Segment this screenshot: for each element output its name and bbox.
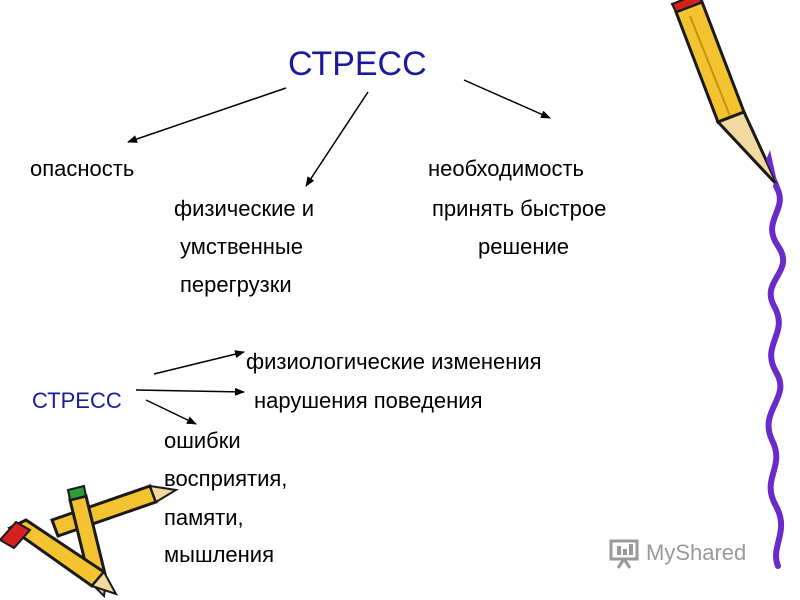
branch-overload-line1: физические и bbox=[174, 196, 315, 221]
pencil-right-icon bbox=[670, 0, 780, 188]
effect-behavior: нарушения поведения bbox=[254, 388, 483, 413]
arrow-to-behavior bbox=[135, 387, 245, 396]
branch-overload-line3: перегрузки bbox=[180, 272, 292, 297]
error-heading: ошибки bbox=[164, 428, 241, 453]
stress-title-top: СТРЕСС bbox=[288, 45, 427, 83]
stress-source-bottom: СТРЕСС bbox=[32, 388, 122, 413]
branch-overload-line2: умственные bbox=[180, 234, 303, 259]
pencils-bottom-left-icon bbox=[0, 484, 179, 599]
presentation-board-icon bbox=[609, 539, 639, 569]
branch-danger: опасность bbox=[30, 156, 135, 181]
arrow-to-danger bbox=[127, 87, 287, 143]
watermark: MyShared bbox=[606, 536, 766, 572]
arrow-to-physiology bbox=[153, 350, 245, 375]
purple-squiggle-icon bbox=[765, 183, 787, 569]
branch-necessity-line3: решение bbox=[478, 234, 570, 259]
branch-necessity-line2: принять быстрое bbox=[432, 196, 607, 221]
arrow-to-overload bbox=[305, 91, 369, 187]
watermark-text: MyShared bbox=[646, 540, 747, 565]
arrow-to-necessity bbox=[463, 79, 551, 119]
arrow-to-errors bbox=[145, 399, 197, 425]
branch-necessity-line1: необходимость bbox=[428, 156, 585, 181]
error-memory: памяти, bbox=[164, 505, 244, 530]
effect-physiology: физиологические изменения bbox=[246, 349, 542, 374]
error-perception: восприятия, bbox=[164, 466, 288, 491]
error-thinking: мышления bbox=[164, 542, 275, 567]
